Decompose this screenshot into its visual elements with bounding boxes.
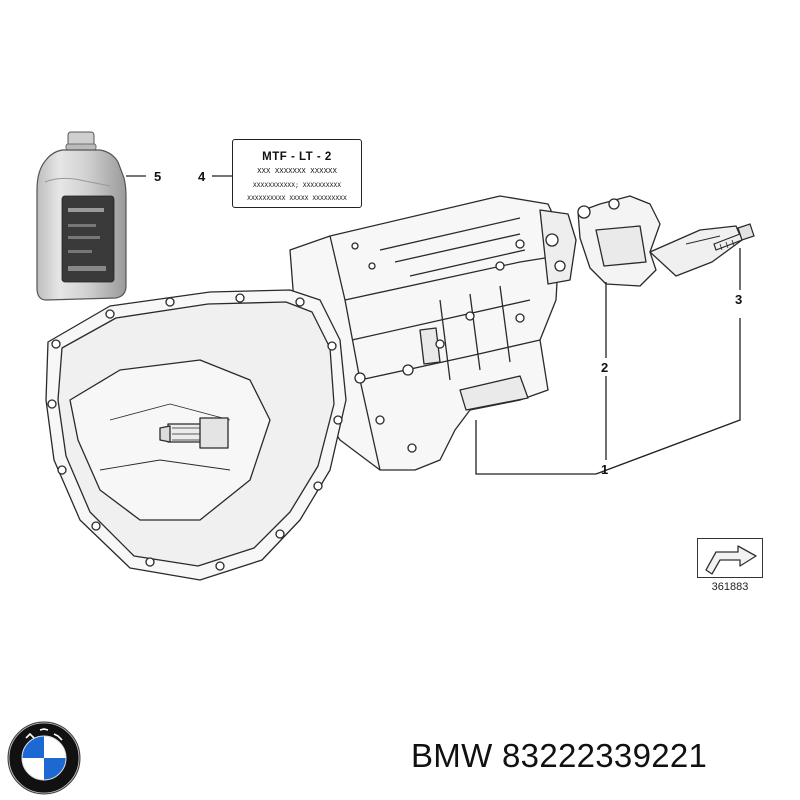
label-plate-title: MTF - LT - 2 xyxy=(262,151,332,163)
leader-1 xyxy=(475,420,596,475)
oil-bottle-icon xyxy=(36,131,127,301)
callout-leaders xyxy=(126,175,741,475)
mounting-bolt xyxy=(713,223,755,251)
callout-5: 5 xyxy=(154,169,161,184)
mounting-bracket xyxy=(577,195,743,287)
label-plate-line-3: XXXXXXXXXX XXXXX XXXXXXXXX xyxy=(247,195,347,202)
callout-2: 2 xyxy=(601,360,608,375)
label-plate-line-1: XXX XXXXXXX XXXXXX xyxy=(257,168,337,176)
gearbox-housing xyxy=(45,195,577,581)
label-plate: MTF - LT - 2 XXX XXXXXXX XXXXXX XXXXXXXX… xyxy=(232,139,362,208)
leader-1b xyxy=(595,318,741,475)
reference-box xyxy=(697,538,763,578)
callout-1: 1 xyxy=(601,462,608,477)
reference-arrow-icon xyxy=(705,545,757,575)
brand-part-number: BMW 83222339221 xyxy=(411,737,708,774)
callout-3: 3 xyxy=(735,292,742,307)
reference-number: 361883 xyxy=(711,581,749,593)
label-plate-line-2: XXXXXXXXXXX; XXXXXXXXXX xyxy=(252,182,342,189)
callout-4: 4 xyxy=(198,169,206,184)
bmw-roundel-icon xyxy=(7,721,81,795)
